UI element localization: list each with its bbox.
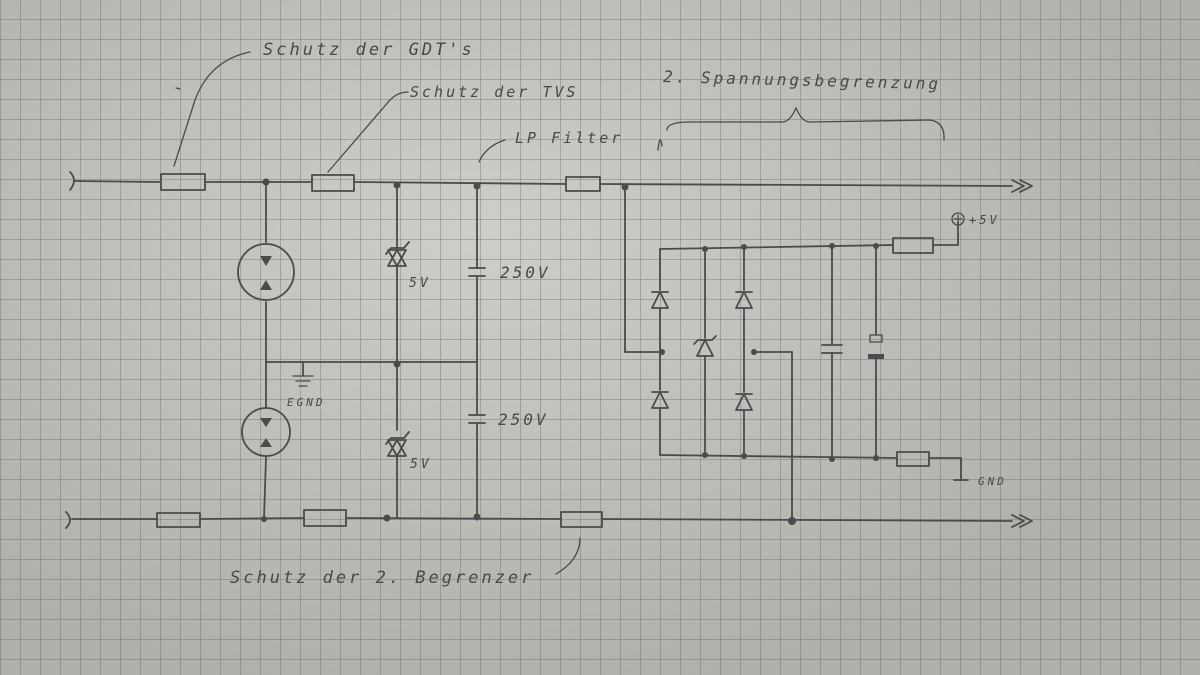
label-tvs-top-voltage: 5V [409, 276, 431, 291]
resistor-bottom-left [156, 512, 201, 528]
resistor-limiter-protection [560, 511, 603, 528]
zener-bridge-icon [693, 335, 717, 357]
label-cap-top-voltage: 250V [500, 263, 551, 282]
label-earth-ground: EGND [287, 396, 326, 409]
plus-5v-terminal-icon [951, 212, 965, 226]
limiter-section [621, 183, 969, 525]
label-lp-filter: LP Filter [515, 129, 623, 147]
gdt-top-icon [237, 243, 295, 301]
label-schutz-tvs: Schutz der TVS [410, 83, 578, 101]
resistor-gdt-protection [160, 173, 206, 191]
label-gnd: GND [978, 475, 1007, 488]
label-schutz-begrenzer: Schutz der 2. Begrenzer [230, 568, 534, 588]
resistor-gnd [896, 451, 930, 467]
label-tvs-bottom-voltage: 5V [410, 457, 432, 472]
tvs-section [383, 181, 410, 522]
resistor-bottom-mid [303, 509, 347, 527]
annotation-leaders [173, 51, 945, 575]
label-cap-bottom-voltage: 250V [498, 410, 549, 429]
series-resistors [156, 173, 934, 528]
resistor-lp-filter [565, 176, 601, 192]
label-spannungsbegrenzung: 2. Spannungsbegrenzung [663, 67, 941, 93]
diode-right-top-icon [735, 291, 753, 309]
capacitor-section [468, 182, 486, 521]
label-plus-5v: +5V [969, 213, 1000, 227]
schematic-labels: Schutz der GDT's Schutz der TVS LP Filte… [230, 40, 1007, 588]
resistor-plus5v [892, 237, 934, 254]
gdt-section [237, 178, 478, 522]
diode-left-top-icon [651, 291, 669, 309]
resistor-tvs-protection [311, 174, 355, 192]
bottom-rail [65, 511, 1033, 529]
gdt-bottom-icon [241, 407, 291, 457]
diode-left-bottom-icon [651, 391, 669, 409]
label-schutz-gdt: Schutz der GDT's [263, 40, 475, 60]
electrolytic-capacitor-icon [869, 334, 883, 343]
top-rail [69, 171, 1033, 193]
diode-right-bottom-icon [735, 393, 753, 411]
